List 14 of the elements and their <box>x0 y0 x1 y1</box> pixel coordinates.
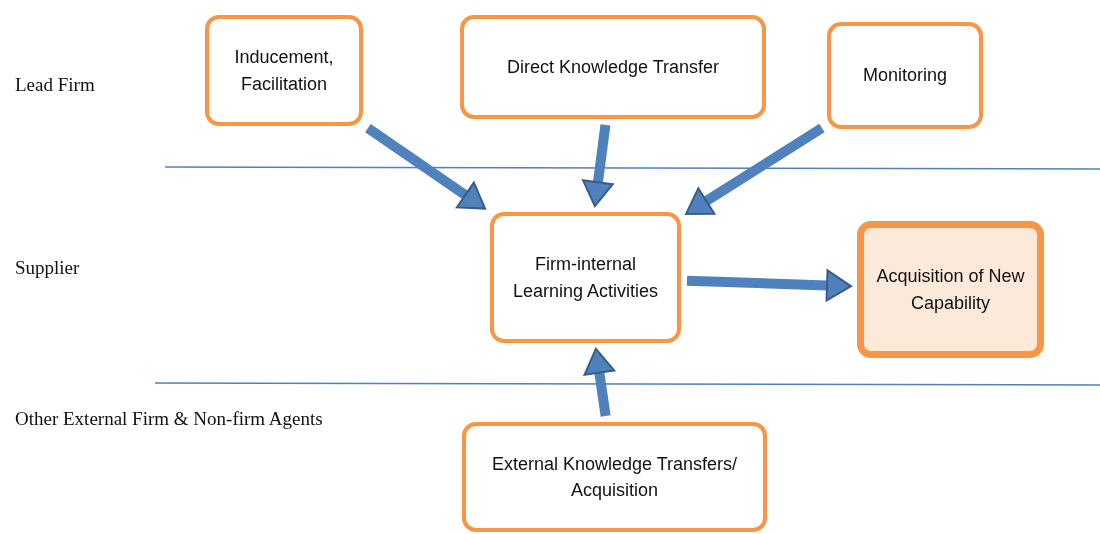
process-box: External Knowledge Transfers/ Acquisition <box>462 422 767 532</box>
lane-label: Other External Firm & Non-firm Agents <box>15 408 323 430</box>
block-arrow <box>685 123 825 215</box>
block-arrow <box>582 124 614 208</box>
block-arrow <box>583 347 616 417</box>
process-box: Firm-internal Learning Activities <box>490 212 681 343</box>
block-arrow <box>365 124 487 210</box>
lane-label: Supplier <box>15 257 80 279</box>
process-box: Inducement, Facilitation <box>205 15 363 126</box>
process-box: Direct Knowledge Transfer <box>460 15 766 119</box>
lane-label: Lead Firm <box>15 74 95 96</box>
process-box: Monitoring <box>827 22 983 129</box>
outcome-box: Acquisition of New Capability <box>857 221 1044 358</box>
block-arrow <box>686 269 852 302</box>
